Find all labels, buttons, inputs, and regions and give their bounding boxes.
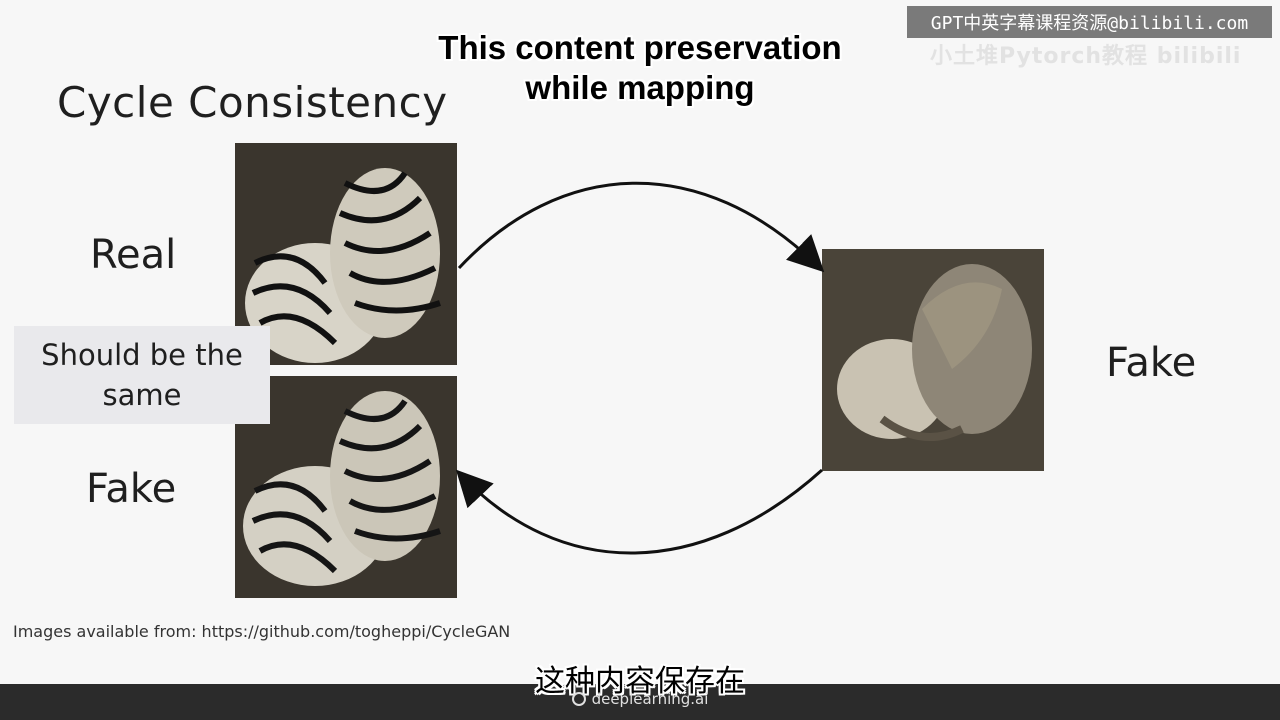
- mapping-arrows: [455, 181, 825, 555]
- chinese-subtitle: 这种内容保存在: [535, 664, 745, 699]
- image-source-caption: Images available from: https://github.co…: [13, 622, 511, 641]
- should-be-same-callout: Should be the same: [14, 326, 270, 424]
- fake-right-label: Fake: [1106, 340, 1197, 386]
- backward-arrow: [455, 468, 824, 555]
- footer-bar: [0, 684, 1280, 720]
- brand-name: deeplearning.ai: [591, 690, 709, 708]
- slide-title: Cycle Consistency: [57, 78, 448, 127]
- reconstructed-zebra-image: [235, 376, 457, 598]
- faint-watermark: 小土堆Pytorch教程 bilibili: [930, 44, 1242, 69]
- callout-line1: Should be the: [41, 338, 243, 372]
- brand-footer: deeplearning.ai: [0, 690, 1280, 708]
- slide: Cycle Consistency Real Fake Fake: [13, 78, 1197, 641]
- fake-horse-image: [822, 249, 1044, 471]
- real-label: Real: [90, 232, 177, 278]
- english-subtitle-line2: while mapping: [525, 69, 755, 106]
- callout-line2: same: [102, 378, 182, 412]
- english-subtitle-line1: This content preservation: [438, 29, 842, 66]
- deeplearning-logo-icon: [571, 692, 586, 706]
- real-zebra-image: [235, 143, 457, 365]
- bilibili-watermark: GPT中英字幕课程资源@bilibili.com: [907, 6, 1272, 38]
- fake-left-label: Fake: [86, 466, 177, 512]
- forward-arrow: [457, 181, 825, 273]
